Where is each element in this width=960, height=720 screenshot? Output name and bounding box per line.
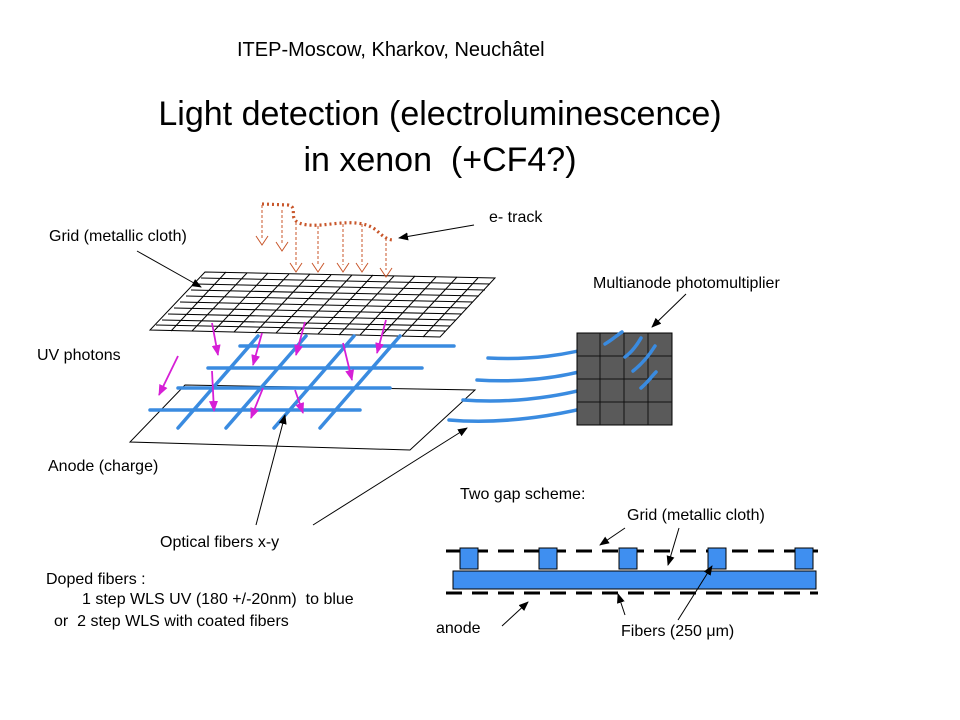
label-uv-photons: UV photons: [37, 347, 121, 364]
grid-mesh: [148, 271, 497, 338]
optical-fibers: [148, 334, 456, 430]
label-anode: anode: [436, 620, 481, 637]
label-grid: Grid (metallic cloth): [49, 228, 187, 245]
label-step1: 1 step WLS UV (180 +/-20nm) to blue: [82, 591, 354, 608]
drift-arrowheads: [255, 235, 393, 278]
multianode-pmt: [576, 332, 673, 426]
label-anode-charge: Anode (charge): [48, 458, 159, 475]
drift-lines: [261, 205, 387, 270]
label-fibers-size: Fibers (250 μm): [621, 623, 735, 640]
two-gap-scheme: [446, 527, 818, 627]
label-multianode: Multianode photomultiplier: [593, 275, 780, 292]
electron-track: [261, 202, 395, 242]
title-line-2: in xenon (+CF4?): [303, 141, 577, 179]
label-doped-fibers: Doped fibers :: [46, 571, 146, 588]
pmt-fiber-ends: [603, 330, 658, 390]
label-two-gap: Two gap scheme:: [460, 486, 586, 503]
title-line-1: Light detection (electroluminescence): [158, 95, 722, 133]
annotation-arrows: [136, 224, 687, 526]
label-e-track: e- track: [489, 209, 543, 226]
affiliations: ITEP-Moscow, Kharkov, Neuchâtel: [237, 39, 545, 61]
label-grid-2: Grid (metallic cloth): [627, 507, 765, 524]
uv-photon-arrows: [158, 319, 387, 419]
label-step2: or 2 step WLS with coated fibers: [54, 613, 289, 630]
label-optical-fibers: Optical fibers x-y: [160, 534, 280, 551]
